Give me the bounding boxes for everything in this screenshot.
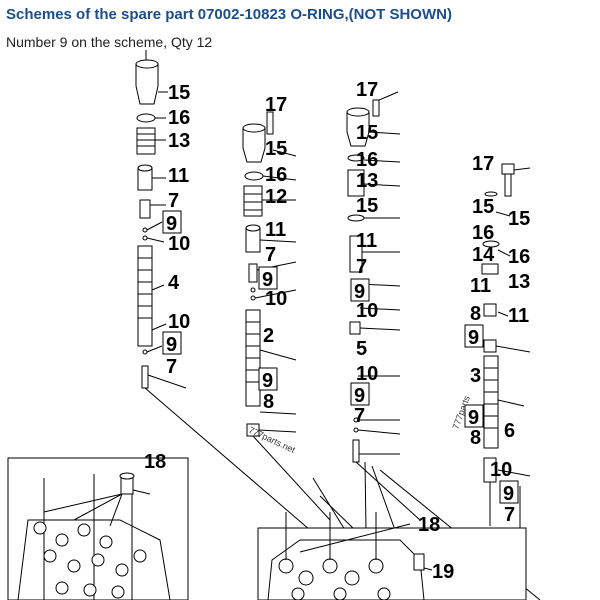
callout-15-col4-right: 15	[508, 208, 530, 230]
callout-16-col2: 16	[265, 164, 287, 186]
callout-11-col4-left: 11	[470, 275, 491, 297]
highlight-box-9	[162, 210, 182, 234]
watermark-777parts: 777parts.net	[247, 425, 297, 455]
callout-13-col3: 13	[356, 170, 378, 192]
callout-7-col4: 7	[504, 504, 515, 526]
callout-19: 19	[432, 561, 454, 583]
callout-16-col4-left: 16	[472, 222, 494, 244]
housing-left	[7, 457, 189, 600]
callout-8-col4-top: 8	[470, 303, 481, 325]
callout-8-col2: 8	[263, 391, 274, 413]
callout-17-col2: 17	[265, 94, 287, 116]
callout-9-highlight: 9	[166, 334, 177, 356]
callout-10-col3-bottom: 10	[356, 363, 378, 385]
callout-3-col4: 3	[470, 365, 481, 387]
callout-11-col4-right: 11	[508, 305, 529, 327]
callout-15-col4-left: 15	[472, 196, 494, 218]
page-subtitle: Number 9 on the scheme, Qty 12	[6, 34, 213, 50]
callout-9-highlight: 9	[468, 407, 479, 429]
highlight-box-9	[162, 331, 182, 355]
callout-11-col3: 11	[356, 230, 377, 252]
callout-2-col2: 2	[263, 325, 274, 347]
callout-10-col1-top: 10	[168, 233, 190, 255]
highlight-box-9	[350, 382, 370, 406]
callout-15-col2: 15	[265, 138, 287, 160]
column-3-parts	[346, 91, 421, 521]
callout-7-col1-top: 7	[168, 190, 179, 212]
callout-15-col3-top: 15	[356, 122, 378, 144]
callout-7-col3-bottom: 7	[354, 405, 365, 427]
callout-18-left-housing: 18	[144, 451, 166, 473]
callout-11-col1: 11	[168, 165, 189, 187]
callout-14-col4: 14	[472, 244, 495, 266]
highlight-box-9	[258, 266, 278, 290]
callout-6-col4: 6	[504, 420, 515, 442]
callout-10-col1-bottom: 10	[168, 311, 190, 333]
callout-9-highlight: 9	[354, 385, 365, 407]
callout-9-highlight: 9	[503, 483, 514, 505]
callout-7-col3-top: 7	[356, 256, 367, 278]
callout-9-highlight: 9	[166, 213, 177, 235]
highlight-box-9	[464, 324, 484, 348]
callout-17-col4: 17	[472, 153, 494, 175]
callout-5-col3: 5	[356, 338, 367, 360]
page-title: Schemes of the spare part 07002-10823 O-…	[6, 6, 452, 23]
callout-16-col3: 16	[356, 149, 378, 171]
callout-15-col3-bottom: 15	[356, 195, 378, 217]
callout-4-col1: 4	[168, 272, 180, 294]
callout-10-col4: 10	[490, 459, 512, 481]
callout-16-col4-right: 16	[508, 246, 530, 268]
callout-9-highlight: 9	[468, 327, 479, 349]
callout-7-col1-bottom: 7	[166, 356, 177, 378]
callout-13-col1: 13	[168, 130, 190, 152]
callout-12-col2: 12	[265, 186, 287, 208]
highlight-box-9	[350, 278, 370, 302]
highlight-box-9	[258, 367, 278, 391]
callout-16-col1: 16	[168, 107, 190, 129]
callout-17-col3: 17	[356, 79, 378, 101]
highlight-box-9	[499, 480, 519, 504]
column-2-parts	[242, 111, 331, 521]
highlight-box-9	[464, 404, 484, 428]
callout-9-highlight: 9	[262, 370, 273, 392]
callout-15-col1: 15	[168, 82, 190, 104]
callout-18-center-housing: 18	[418, 514, 440, 536]
column-1-parts	[135, 50, 187, 389]
callout-13-col4: 13	[508, 271, 530, 293]
housing-center	[257, 512, 527, 600]
callout-8-col4-bottom: 8	[470, 427, 481, 449]
column-4-parts	[481, 163, 531, 526]
callout-7-col2: 7	[265, 244, 276, 266]
callout-9-highlight: 9	[262, 269, 273, 291]
callout-9-highlight: 9	[354, 281, 365, 303]
callout-10-col3-top: 10	[356, 300, 378, 322]
callout-10-col2: 10	[265, 288, 287, 310]
callout-11-col2: 11	[265, 219, 286, 241]
